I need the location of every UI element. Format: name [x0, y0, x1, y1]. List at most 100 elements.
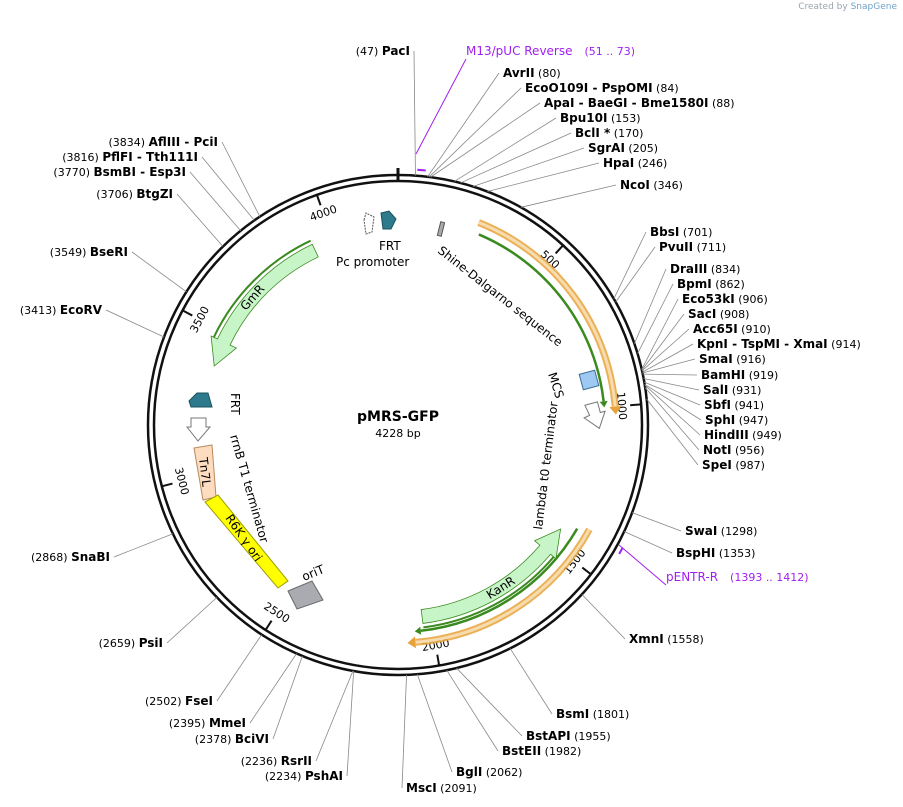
tick-3500 — [182, 309, 193, 317]
enzyme-line-bbsi — [613, 231, 647, 299]
enzyme-label-draiii: DraIII (834) — [670, 262, 740, 276]
enzyme-line-smai — [642, 358, 696, 374]
enzyme-label-bsmi: BsmI (1801) — [556, 707, 629, 721]
primers: M13/pUC Reverse(51 .. 73)pENTR-R(1393 ..… — [415, 44, 809, 586]
enzyme-line-bcli — [460, 132, 572, 184]
tick-2500 — [264, 620, 273, 631]
enzyme-label-bamhi: BamHI (919) — [701, 368, 778, 382]
enzyme-line-kpni — [642, 343, 694, 373]
enzyme-label-bgli: BglI (2062) — [456, 765, 522, 779]
orit-box — [287, 580, 324, 610]
enzyme-label-hindiii: HindIII (949) — [704, 428, 782, 442]
enzyme-line-paci — [413, 50, 416, 176]
enzyme-line-pshai — [346, 671, 355, 777]
enzyme-line-bcivi — [272, 655, 303, 740]
enzyme-line-avrii — [427, 72, 500, 177]
enzyme-line-bsmi — [509, 648, 553, 715]
primer-site-pentr — [618, 547, 624, 555]
tick-label-3000: 3000 — [172, 466, 192, 496]
enzyme-label-bpmi: BpmI (862) — [677, 277, 745, 291]
enzyme-line-apai — [430, 102, 541, 178]
enzyme-line-bpu10i — [454, 117, 557, 182]
gfp-orf-outer-head — [609, 406, 622, 415]
kanr-orf-inner-head — [414, 626, 422, 635]
enzyme-labels: (47) PacI AvrII (80)EcoO109I - PspOMI (84… — [20, 44, 861, 795]
enzyme-line-rsrii — [315, 670, 354, 762]
enzyme-line-msci — [401, 674, 407, 789]
tick-1000 — [630, 403, 642, 407]
tick-label-2500: 2500 — [261, 600, 292, 626]
gmr-edge — [212, 239, 312, 338]
enzyme-label-sali: SalI (931) — [703, 383, 761, 397]
enzyme-label-ncoi: NcoI (346) — [620, 178, 683, 192]
enzyme-line-sgrai — [472, 147, 585, 187]
enzyme-label-eco53ki: Eco53kI (906) — [682, 292, 768, 306]
kanr-arrow — [420, 528, 562, 624]
enzyme-line-snabi — [113, 533, 174, 558]
enzyme-label-sphi: SphI (947) — [705, 413, 768, 427]
primer-site-m13 — [417, 168, 426, 172]
enzyme-label-fsei: (2502) FseI — [145, 694, 213, 708]
tick-label-3500: 3500 — [187, 304, 212, 335]
enzyme-label-pflfi: (3816) PflFI - Tth111I — [62, 150, 198, 164]
plasmid-length: 4228 bp — [375, 427, 420, 440]
enzyme-label-xmni: XmnI (1558) — [629, 632, 704, 646]
enzyme-label-msci: MscI (2091) — [406, 781, 477, 795]
enzyme-label-bpu10i: Bpu10I (153) — [560, 111, 641, 125]
shine-dalgarno-box — [436, 221, 446, 237]
kanr-orf-outer-head — [407, 636, 416, 649]
primer-line-m13 — [415, 58, 467, 155]
gfp-orf-outer-core — [478, 221, 617, 407]
pc-promoter-icon — [363, 212, 375, 235]
enzyme-line-sbfi — [644, 381, 701, 406]
enzyme-label-swai: SwaI (1298) — [685, 524, 757, 538]
enzyme-label-sbfi: SbfI (941) — [704, 398, 764, 412]
enzyme-line-fsei — [216, 634, 263, 702]
mcs-label: MCS — [545, 371, 566, 400]
enzyme-line-sphi — [644, 383, 702, 421]
enzyme-label-pshai: (2234) PshAI — [265, 769, 343, 783]
enzyme-label-paci: (47) PacI — [356, 44, 410, 58]
mcs-box — [578, 369, 600, 391]
enzyme-line-psii — [166, 597, 218, 644]
primer-line-pentr — [618, 544, 667, 586]
lambda-terminator-label: lambda t0 terminator — [531, 401, 561, 531]
enzyme-line-sali — [643, 378, 700, 391]
tick-2000 — [436, 654, 441, 666]
enzyme-line-pvuii — [615, 246, 656, 303]
enzyme-line-swai — [631, 512, 682, 532]
snapgene-credit: Created by SnapGene — [798, 2, 897, 12]
lambda-terminator-arrow — [583, 401, 606, 430]
enzyme-label-avrii: AvrII (80) — [503, 66, 561, 80]
enzyme-line-aflIII — [221, 141, 261, 217]
enzyme-line-eco53ki — [641, 298, 679, 370]
enzyme-label-ecorv: (3413) EcoRV — [20, 303, 103, 317]
enzyme-line-hpai — [487, 162, 600, 192]
enzyme-line-xmni — [581, 594, 626, 640]
frt-left-label: FRT — [228, 393, 242, 415]
tick-1500 — [581, 566, 592, 576]
enzyme-label-psii: (2659) PsiI — [99, 636, 163, 650]
enzyme-label-mmei: (2395) MmeI — [169, 716, 246, 730]
frt-top-arrow — [380, 210, 397, 230]
pc-promoter-label: Pc promoter — [336, 255, 409, 269]
enzyme-label-eco109: EcoO109I - PspOMI (84) — [525, 81, 679, 95]
enzyme-line-mmei — [249, 653, 297, 724]
enzyme-label-beri: (3549) BseRI — [50, 245, 128, 259]
kanr-orf-inner — [420, 528, 579, 632]
enzyme-line-bsmbi — [189, 171, 241, 231]
frt-top-label: FRT — [379, 239, 401, 253]
enzyme-label-pvuii: PvuII (711) — [659, 240, 726, 254]
enzyme-line-acc65i — [641, 328, 690, 372]
enzyme-line-bpmi — [637, 283, 674, 354]
enzyme-label-bsmbi: (3770) BsmBI - Esp3I — [53, 165, 186, 179]
enzyme-line-pflfi — [201, 156, 255, 221]
enzyme-label-bcli: BclI * (170) — [575, 126, 643, 140]
enzyme-label-acc65i: Acc65I (910) — [693, 322, 771, 336]
tick-3000 — [161, 482, 173, 488]
tn7l-label: Tn7L — [196, 456, 214, 488]
enzyme-line-btgzi — [176, 193, 224, 247]
enzyme-label-snabi: (2868) SnaBI — [31, 550, 110, 564]
enzyme-label-btgzi: (3706) BtgZI — [96, 187, 173, 201]
enzyme-line-spei — [646, 398, 699, 466]
